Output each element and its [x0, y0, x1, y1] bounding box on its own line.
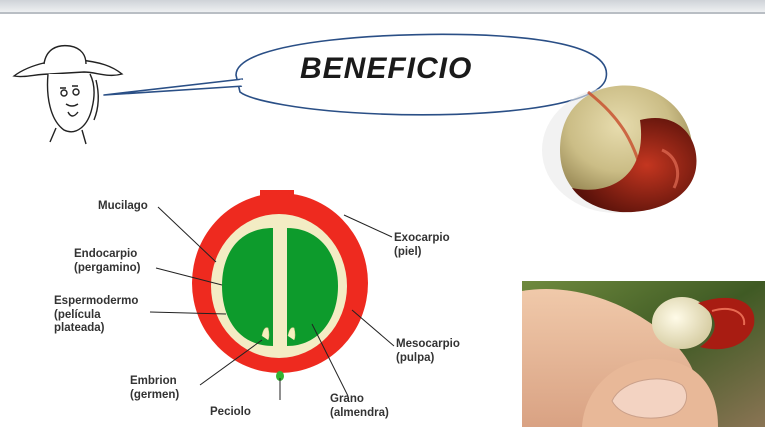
label-exocarpio: Exocarpio (piel) — [394, 232, 450, 259]
label-peciolo: Peciolo — [210, 406, 251, 420]
coffee-cherry-photo — [542, 85, 697, 213]
label-espermodermo: Espermodermo (película plateada) — [54, 295, 138, 336]
label-embrion: Embrion (germen) — [130, 375, 179, 402]
cross-section — [192, 190, 368, 381]
label-endocarpio: Endocarpio (pergamino) — [74, 248, 140, 275]
page-title: BENEFICIO — [300, 52, 540, 92]
hand-holding-coffee-cherry-photo — [522, 281, 765, 427]
label-mucilago: Mucilago — [98, 200, 148, 214]
label-mesocarpio: Mesocarpio (pulpa) — [396, 338, 460, 365]
label-grano: Grano (almendra) — [330, 393, 389, 420]
